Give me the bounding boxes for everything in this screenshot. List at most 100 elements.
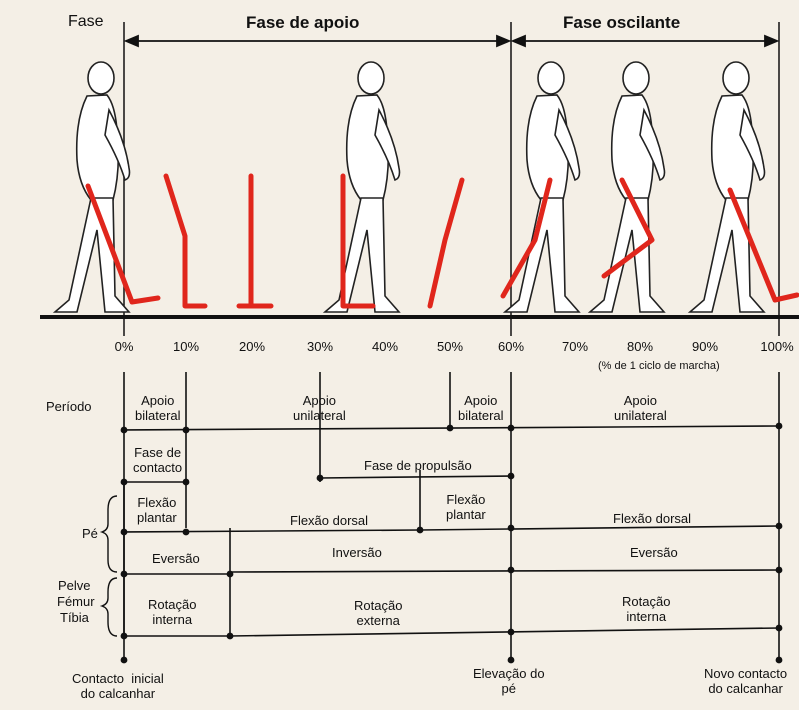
walking-figures	[55, 62, 765, 312]
timeline-dot	[508, 629, 515, 636]
timeline-dot	[776, 423, 783, 430]
timeline-line	[420, 526, 779, 530]
scale-note: (% de 1 ciclo de marcha)	[598, 359, 720, 374]
timeline-dot	[776, 567, 783, 574]
percent-tick: 0%	[115, 339, 134, 354]
apoio-bilateral-1-line1: Apoio	[135, 393, 181, 408]
timeline-dot	[508, 473, 515, 480]
rotacao-interna-2-line1: Rotação	[622, 594, 670, 609]
fase-label: Fase	[68, 14, 104, 29]
event-novo-contacto: Novo contacto do calcanhar	[704, 666, 787, 696]
flexao-plantar-2-line1: Flexão	[446, 492, 486, 507]
timeline-dot	[121, 571, 128, 578]
eversao-2: Eversão	[630, 545, 678, 560]
swing-arrow	[513, 36, 777, 46]
fase-contacto: Fase de contacto	[133, 445, 182, 475]
stance-arrow	[126, 36, 509, 46]
timeline-dot	[121, 479, 128, 486]
timeline-dot	[447, 425, 454, 432]
flexao-plantar-1: Flexão plantar	[137, 495, 177, 525]
timeline-dot	[121, 657, 128, 664]
row-label-femur: Fémur	[57, 594, 95, 609]
percent-tick: 30%	[307, 339, 333, 354]
timeline-dot	[508, 525, 515, 532]
flexao-plantar-1-line2: plantar	[137, 510, 177, 525]
percent-tick: 100%	[760, 339, 793, 354]
rotacao-interna-1-line2: interna	[148, 612, 196, 627]
swing-phase-title: Fase oscilante	[563, 13, 680, 33]
flexao-plantar-1-line1: Flexão	[137, 495, 177, 510]
leg-indicators	[88, 176, 797, 306]
timeline-dot	[317, 475, 324, 482]
walking-figure	[690, 62, 765, 312]
apoio-bilateral-1-line2: bilateral	[135, 408, 181, 423]
apoio-unilateral-2-line1: Apoio	[614, 393, 667, 408]
fase-propulsao: Fase de propulsão	[364, 458, 472, 473]
timeline-dot	[227, 571, 234, 578]
rotacao-externa: Rotação externa	[354, 598, 402, 628]
apoio-unilateral-1: Apoio unilateral	[293, 393, 346, 423]
flexao-plantar-2-line2: plantar	[446, 507, 486, 522]
percent-tick: 90%	[692, 339, 718, 354]
walking-figure	[55, 62, 130, 312]
event-contacto-inicial: Contacto inicial do calcanhar	[72, 671, 164, 701]
foot-bracket	[102, 496, 117, 572]
red-leg-indicator	[430, 180, 462, 306]
timeline-dot	[776, 657, 783, 664]
timeline-dot	[183, 529, 190, 536]
timeline-dot	[417, 527, 424, 534]
timeline-dot	[183, 427, 190, 434]
timeline-dot	[776, 625, 783, 632]
percent-tick: 70%	[562, 339, 588, 354]
event-novo-contacto-line1: Novo contacto	[704, 666, 787, 681]
event-contacto-inicial-line2: do calcanhar	[72, 686, 164, 701]
apoio-unilateral-2: Apoio unilateral	[614, 393, 667, 423]
row-label-periodo: Período	[46, 399, 92, 414]
pelvis-bracket	[102, 578, 117, 636]
timeline-dot	[121, 633, 128, 640]
flexao-dorsal-2: Flexão dorsal	[613, 511, 691, 526]
event-contacto-inicial-line1: Contacto inicial	[72, 671, 164, 686]
apoio-bilateral-2-line2: bilateral	[458, 408, 504, 423]
eversao-1: Eversão	[152, 551, 200, 566]
apoio-bilateral-1: Apoio bilateral	[135, 393, 181, 423]
event-novo-contacto-line2: do calcanhar	[704, 681, 787, 696]
rotacao-externa-line1: Rotação	[354, 598, 402, 613]
rotacao-interna-2-line2: interna	[622, 609, 670, 624]
timeline-line	[230, 570, 779, 572]
inversao: Inversão	[332, 545, 382, 560]
apoio-unilateral-1-line1: Apoio	[293, 393, 346, 408]
walking-figure	[325, 62, 400, 312]
flexao-dorsal-1: Flexão dorsal	[290, 513, 368, 528]
timeline-dot	[121, 529, 128, 536]
percent-tick: 60%	[498, 339, 524, 354]
event-elevacao-line2: pé	[473, 681, 545, 696]
row-label-tibia: Tíbia	[60, 610, 89, 625]
timeline-line	[230, 628, 779, 636]
timeline-dot	[227, 633, 234, 640]
timeline-dot	[776, 523, 783, 530]
row-label-pelve: Pelve	[58, 578, 91, 593]
apoio-unilateral-1-line2: unilateral	[293, 408, 346, 423]
percent-tick: 20%	[239, 339, 265, 354]
flexao-plantar-2: Flexão plantar	[446, 492, 486, 522]
timeline-dot	[508, 425, 515, 432]
row-label-pe: Pé	[82, 526, 98, 541]
timeline-dot	[508, 567, 515, 574]
fase-contacto-line2: contacto	[133, 460, 182, 475]
percent-tick: 50%	[437, 339, 463, 354]
red-leg-indicator	[239, 176, 271, 306]
percent-tick: 80%	[627, 339, 653, 354]
apoio-bilateral-2-line1: Apoio	[458, 393, 504, 408]
percent-tick: 40%	[372, 339, 398, 354]
timeline-line	[320, 476, 511, 478]
percent-tick: 10%	[173, 339, 199, 354]
apoio-unilateral-2-line2: unilateral	[614, 408, 667, 423]
timeline-line	[124, 530, 420, 532]
rotacao-interna-1: Rotação interna	[148, 597, 196, 627]
event-elevacao-line1: Elevação do	[473, 666, 545, 681]
timeline-dot	[121, 427, 128, 434]
rotacao-interna-1-line1: Rotação	[148, 597, 196, 612]
timeline-dot	[183, 479, 190, 486]
fase-contacto-line1: Fase de	[133, 445, 182, 460]
